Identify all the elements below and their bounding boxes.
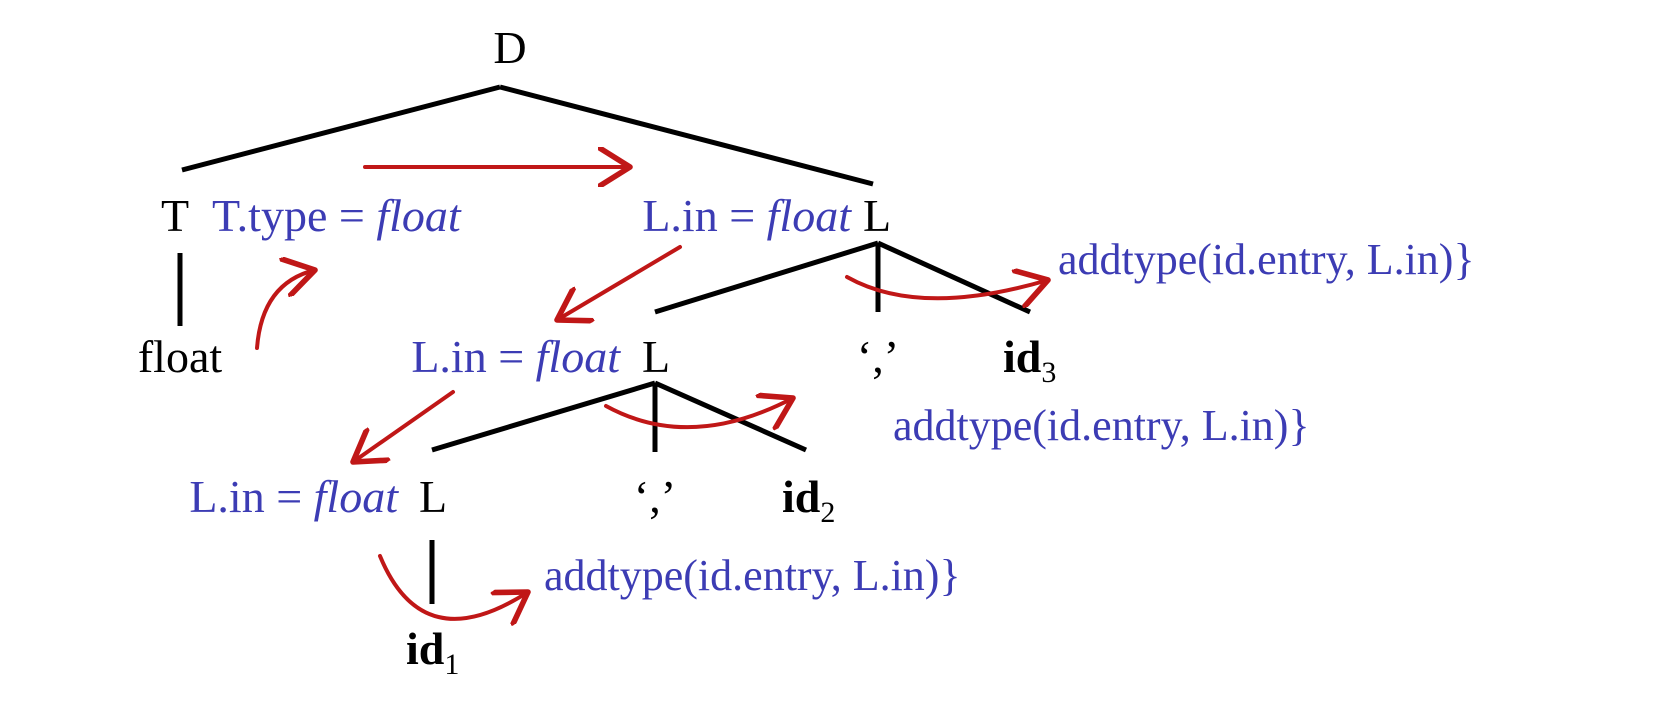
action-bot: addtype(id.entry, L.in)} bbox=[544, 551, 961, 600]
node-comma-mid: ‘,’ bbox=[634, 471, 676, 522]
node-id2: id2 bbox=[782, 471, 835, 529]
edge-l-id3 bbox=[876, 240, 1032, 315]
edge-d-t bbox=[181, 84, 501, 173]
arrow-action-top bbox=[845, 277, 1048, 298]
node-float-leaf: float bbox=[138, 331, 223, 382]
attr-l-in-bot: L.in = float bbox=[189, 471, 399, 522]
node-l-mid: L bbox=[642, 331, 670, 382]
attribute-annotations: T.type = float L.in = float L.in = float… bbox=[189, 190, 1474, 600]
node-d: D bbox=[493, 22, 526, 73]
attr-l-in-top: L.in = float bbox=[642, 190, 852, 241]
edge-lmid-lbot bbox=[431, 380, 656, 453]
attr-l-in-mid-value: float bbox=[536, 331, 622, 382]
action-mid: addtype(id.entry, L.in)} bbox=[893, 401, 1310, 450]
arrow-lin-mid-to-bot bbox=[353, 390, 455, 462]
arrow-action-bot bbox=[378, 554, 528, 619]
node-id3-base: id bbox=[1003, 331, 1042, 382]
tree-edges bbox=[177, 84, 1032, 604]
edge-d-l bbox=[499, 84, 874, 187]
node-id1: id1 bbox=[406, 623, 459, 681]
node-id1-subscript: 1 bbox=[444, 648, 459, 681]
node-comma-top: ‘,’ bbox=[857, 331, 899, 382]
attr-l-in-top-prefix: L.in = bbox=[642, 190, 766, 241]
edge-l-lmid bbox=[654, 240, 879, 315]
attr-t-type: T.type = float bbox=[212, 190, 462, 241]
attr-l-in-mid: L.in = float bbox=[411, 331, 621, 382]
arrow-lin-top-to-mid bbox=[557, 245, 682, 320]
arrow-action-mid bbox=[604, 398, 793, 427]
action-top: addtype(id.entry, L.in)} bbox=[1058, 235, 1475, 284]
attr-l-in-top-value: float bbox=[767, 190, 853, 241]
node-l-top: L bbox=[863, 190, 891, 241]
tree-nodes: D T float L ‘,’ id3 L ‘,’ id2 L id1 bbox=[138, 22, 1057, 681]
node-id2-subscript: 2 bbox=[820, 496, 835, 529]
node-id3-subscript: 3 bbox=[1041, 356, 1056, 389]
attr-l-in-mid-prefix: L.in = bbox=[411, 331, 535, 382]
dependency-arrows bbox=[255, 167, 1048, 619]
node-id1-base: id bbox=[406, 623, 445, 674]
attr-l-in-bot-prefix: L.in = bbox=[189, 471, 313, 522]
edge-lmid-id2 bbox=[653, 380, 808, 453]
attr-l-in-bot-value: float bbox=[314, 471, 400, 522]
node-id3: id3 bbox=[1003, 331, 1056, 389]
attr-t-type-value: float bbox=[376, 190, 462, 241]
node-id2-base: id bbox=[782, 471, 821, 522]
arrow-float-to-ttype bbox=[255, 270, 315, 350]
node-l-bot: L bbox=[419, 471, 447, 522]
node-t: T bbox=[161, 190, 189, 241]
attr-t-type-prefix: T.type = bbox=[212, 190, 376, 241]
